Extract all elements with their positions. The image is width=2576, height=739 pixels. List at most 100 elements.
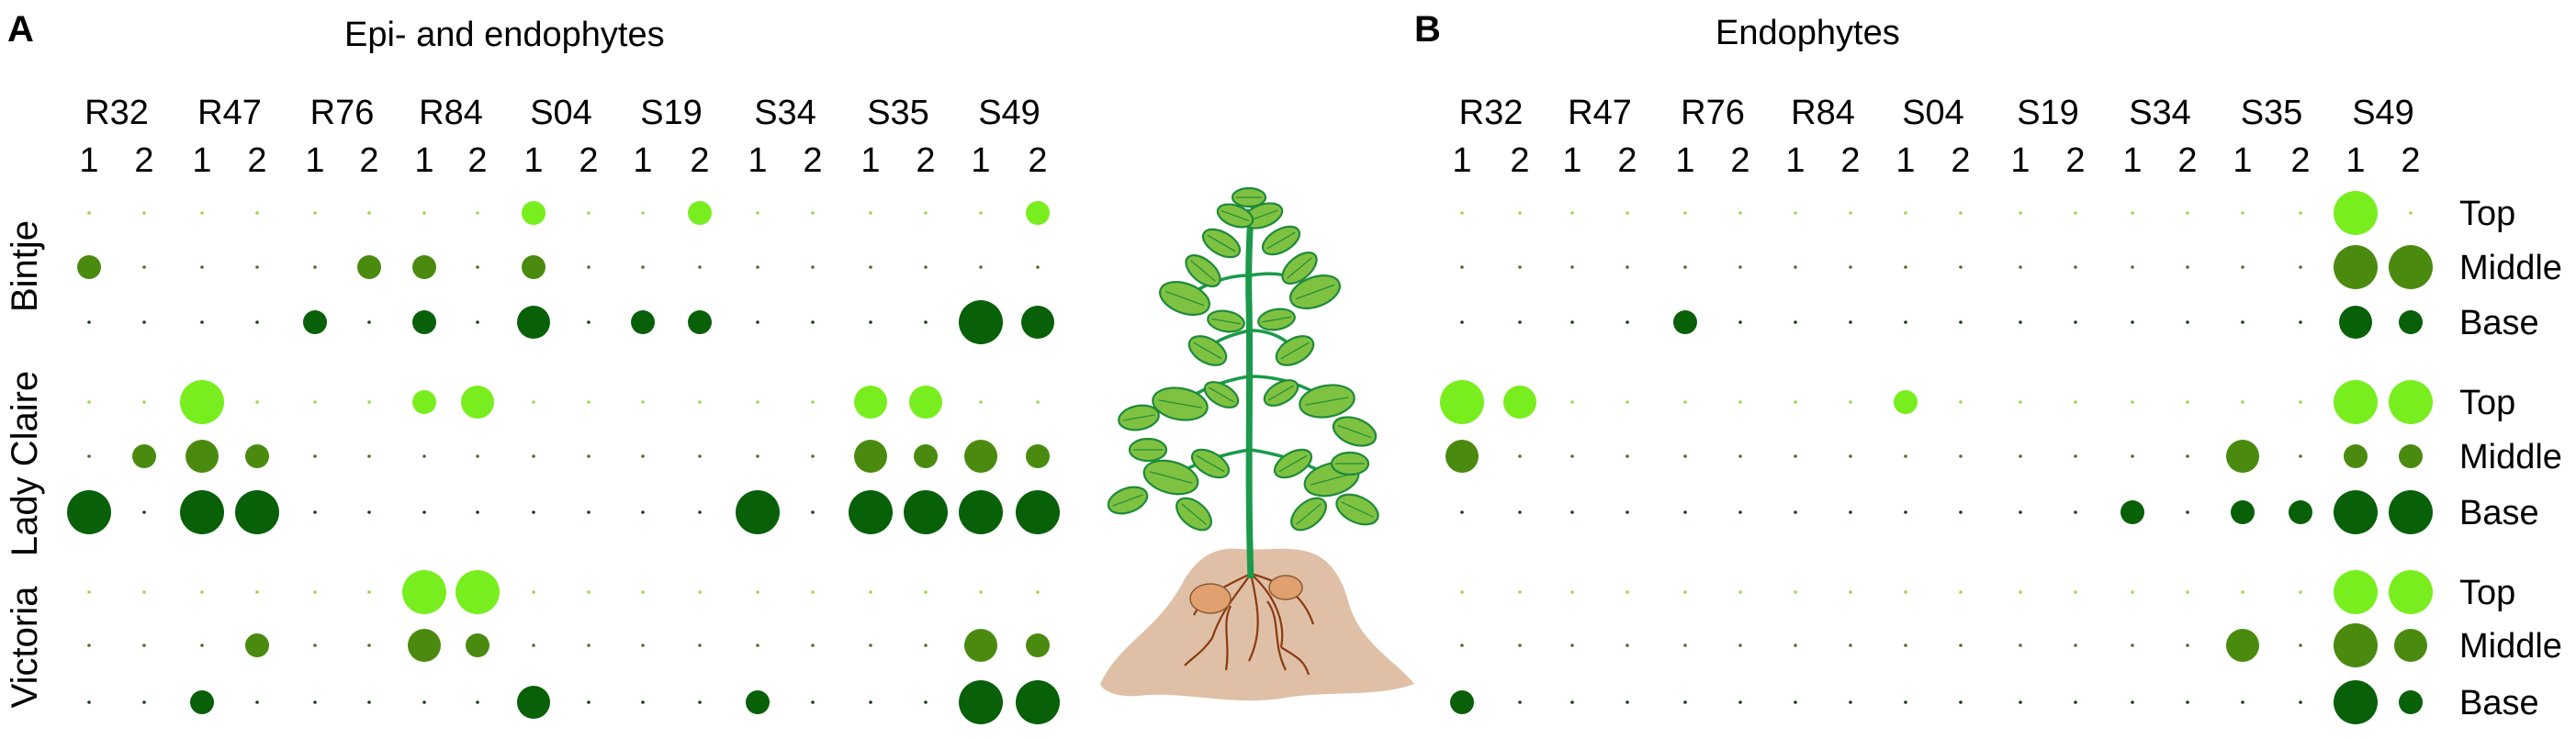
position-label-middle: Middle	[2459, 627, 2562, 666]
data-point	[1016, 490, 1060, 534]
empty-point	[1570, 265, 1574, 269]
empty-point	[1959, 454, 1963, 458]
empty-point	[756, 590, 759, 594]
empty-point	[924, 700, 928, 704]
data-point	[357, 255, 381, 279]
empty-point	[587, 400, 591, 404]
replicate-label: 1	[1895, 141, 1915, 180]
leaf-vein	[1207, 234, 1236, 252]
data-point	[77, 255, 101, 279]
replicate-label: 1	[971, 141, 990, 180]
empty-point	[313, 700, 317, 704]
empty-point	[422, 454, 426, 458]
data-point	[2389, 490, 2433, 534]
empty-point	[476, 700, 479, 704]
empty-point	[924, 211, 928, 215]
data-point	[303, 310, 327, 334]
replicate-label: 2	[467, 141, 487, 180]
column-label-s04: S04	[1902, 94, 1964, 132]
column-label-s35: S35	[867, 94, 929, 132]
empty-point	[2299, 320, 2302, 324]
data-point	[2399, 444, 2423, 468]
empty-point	[476, 265, 479, 269]
empty-point	[587, 454, 591, 458]
empty-point	[698, 400, 702, 404]
data-point	[2389, 570, 2433, 614]
data-point	[245, 444, 269, 468]
empty-point	[698, 454, 702, 458]
data-point	[466, 633, 489, 657]
empty-point	[367, 510, 371, 514]
data-point	[2289, 500, 2312, 524]
column-label-r47: R47	[1568, 94, 1632, 132]
empty-point	[869, 320, 872, 324]
data-point	[186, 440, 219, 473]
data-point	[2334, 191, 2378, 235]
empty-point	[2409, 211, 2413, 215]
empty-point	[200, 211, 204, 215]
replicate-label: 1	[192, 141, 211, 180]
empty-point	[1794, 510, 1797, 514]
data-point	[517, 306, 550, 339]
data-point	[1503, 386, 1536, 419]
data-point	[959, 490, 1003, 534]
empty-point	[869, 644, 872, 647]
empty-point	[1849, 644, 1852, 647]
data-point	[1673, 310, 1697, 334]
replicate-label: 1	[1452, 141, 1471, 180]
data-point	[1026, 444, 1050, 468]
empty-point	[142, 510, 146, 514]
empty-point	[87, 644, 91, 647]
empty-point	[1460, 644, 1464, 647]
leaf-vein	[1310, 473, 1354, 486]
empty-point	[641, 211, 645, 215]
empty-point	[2299, 590, 2302, 594]
replicate-label: 1	[2233, 141, 2252, 180]
column-label-r76: R76	[1681, 94, 1745, 132]
data-point	[2339, 306, 2372, 339]
empty-point	[2186, 510, 2189, 514]
panel-a-variety-bintje: Bintje	[5, 220, 45, 312]
empty-point	[313, 590, 317, 594]
replicate-label: 2	[247, 141, 266, 180]
column-label-r76: R76	[310, 94, 375, 132]
replicate-label: 1	[414, 141, 433, 180]
empty-point	[1738, 644, 1742, 647]
replicate-label: 2	[2401, 141, 2420, 180]
empty-point	[422, 211, 426, 215]
data-point	[132, 444, 156, 468]
data-point	[1021, 306, 1054, 339]
empty-point	[87, 700, 91, 704]
data-point	[412, 255, 436, 279]
data-point	[904, 490, 948, 534]
empty-point	[1570, 454, 1574, 458]
replicate-label: 2	[134, 141, 153, 180]
empty-point	[1518, 320, 1522, 324]
leaf-vein	[1208, 386, 1235, 403]
empty-point	[2074, 644, 2077, 647]
empty-point	[698, 510, 702, 514]
data-point	[2334, 490, 2378, 534]
empty-point	[1683, 700, 1687, 704]
empty-point	[476, 211, 479, 215]
empty-point	[869, 211, 872, 215]
empty-point	[1460, 510, 1464, 514]
empty-point	[422, 510, 426, 514]
empty-point	[1518, 454, 1522, 458]
position-label-middle: Middle	[2459, 249, 2562, 287]
empty-point	[1683, 510, 1687, 514]
replicate-label: 1	[79, 141, 98, 180]
empty-point	[1794, 320, 1797, 324]
empty-point	[2019, 400, 2022, 404]
empty-point	[2131, 400, 2134, 404]
replicate-label: 1	[748, 141, 767, 180]
empty-point	[1959, 400, 1963, 404]
empty-point	[142, 700, 146, 704]
replicate-label: 2	[579, 141, 598, 180]
empty-point	[1036, 400, 1040, 404]
replicate-label: 2	[1730, 141, 1749, 180]
column-label-s19: S19	[640, 94, 703, 132]
column-label-s34: S34	[2129, 94, 2191, 132]
empty-point	[1738, 211, 1742, 215]
empty-point	[641, 265, 645, 269]
